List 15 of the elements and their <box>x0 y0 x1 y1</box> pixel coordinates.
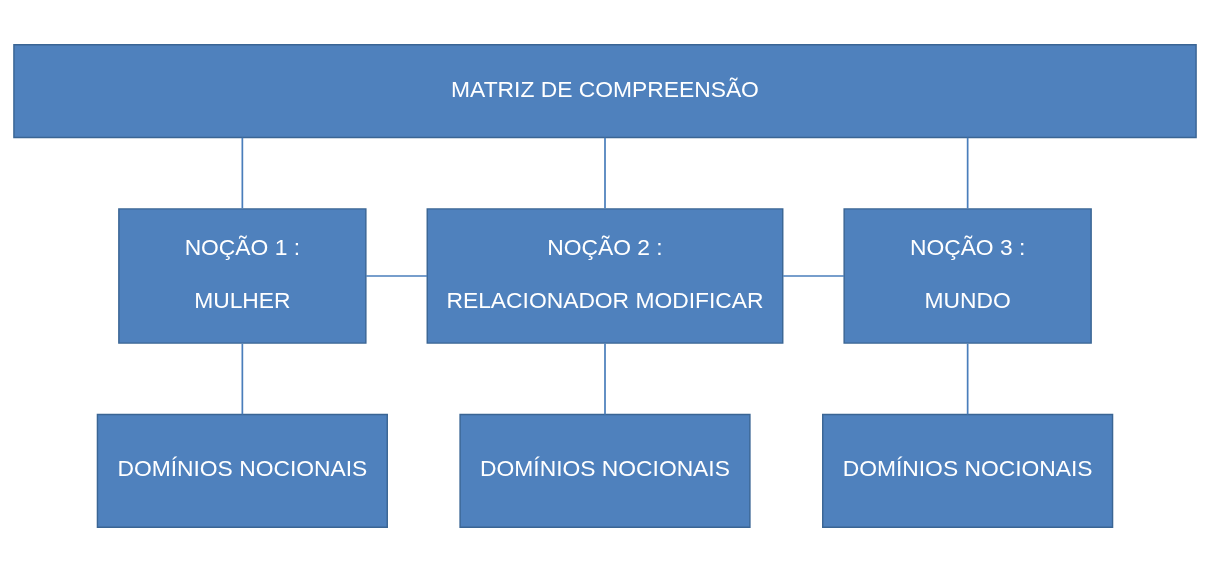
node-box: DOMÍNIOS NOCIONAIS <box>459 413 751 528</box>
connector <box>966 136 969 210</box>
connector <box>782 275 845 277</box>
node-box: MATRIZ DE COMPREENSÃO <box>13 44 1197 139</box>
node-box: DOMÍNIOS NOCIONAIS <box>822 413 1114 528</box>
connector <box>604 136 606 210</box>
connector <box>604 342 606 416</box>
connector <box>966 342 969 416</box>
node-box: DOMÍNIOS NOCIONAIS <box>96 413 388 528</box>
node-box: NOÇÃO 2 : RELACIONADOR MODIFICAR <box>426 208 784 344</box>
node-box: NOÇÃO 1 : MULHER <box>118 208 367 344</box>
connector <box>365 275 429 277</box>
connector <box>241 342 244 416</box>
node-box: NOÇÃO 3 : MUNDO <box>843 208 1092 344</box>
connector <box>241 136 244 210</box>
